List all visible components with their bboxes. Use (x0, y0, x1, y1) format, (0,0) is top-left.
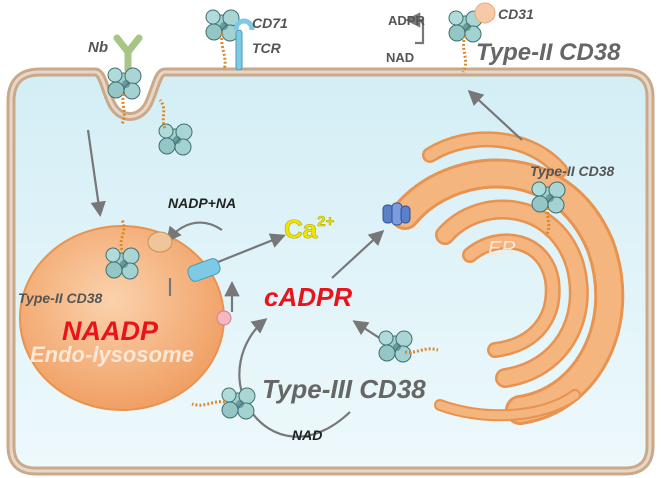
nb-label: Nb (88, 39, 108, 56)
protein-icon (378, 330, 413, 363)
cadpr-label: cADPR (264, 282, 352, 312)
protein-icon (221, 387, 256, 420)
type2-left-label: Type-II CD38 (18, 290, 102, 306)
adpr-label: ADPR (388, 13, 425, 28)
nad-bottom-label: NAD (292, 427, 322, 443)
receptor-icon (205, 9, 255, 71)
naadp-label: NAADP (62, 316, 159, 346)
type3-label: Type-III CD38 (262, 374, 426, 404)
calcium-label: Ca2+ (284, 213, 335, 244)
protein-icon (158, 123, 193, 156)
endoplasmic-reticulum (390, 131, 625, 425)
arrows (86, 12, 523, 438)
nadp-na-label: NADP+NA (168, 195, 236, 211)
ryanodine-receptor-icon (382, 202, 411, 226)
channel-icon (187, 258, 221, 282)
nanobody-icon (113, 34, 143, 74)
cd71-label: CD71 (252, 15, 288, 31)
protein-icon (105, 247, 140, 280)
nad-top-label: NAD (386, 50, 414, 65)
endo-lysosome-label: Endo-lysosome (30, 342, 194, 367)
type2-right-label: Type-II CD38 (530, 163, 614, 179)
type2-top-label: Type-II CD38 (476, 39, 621, 66)
cd31-label: CD31 (498, 6, 534, 22)
tcr-label: TCR (252, 40, 282, 56)
er-label: ER (488, 238, 516, 260)
